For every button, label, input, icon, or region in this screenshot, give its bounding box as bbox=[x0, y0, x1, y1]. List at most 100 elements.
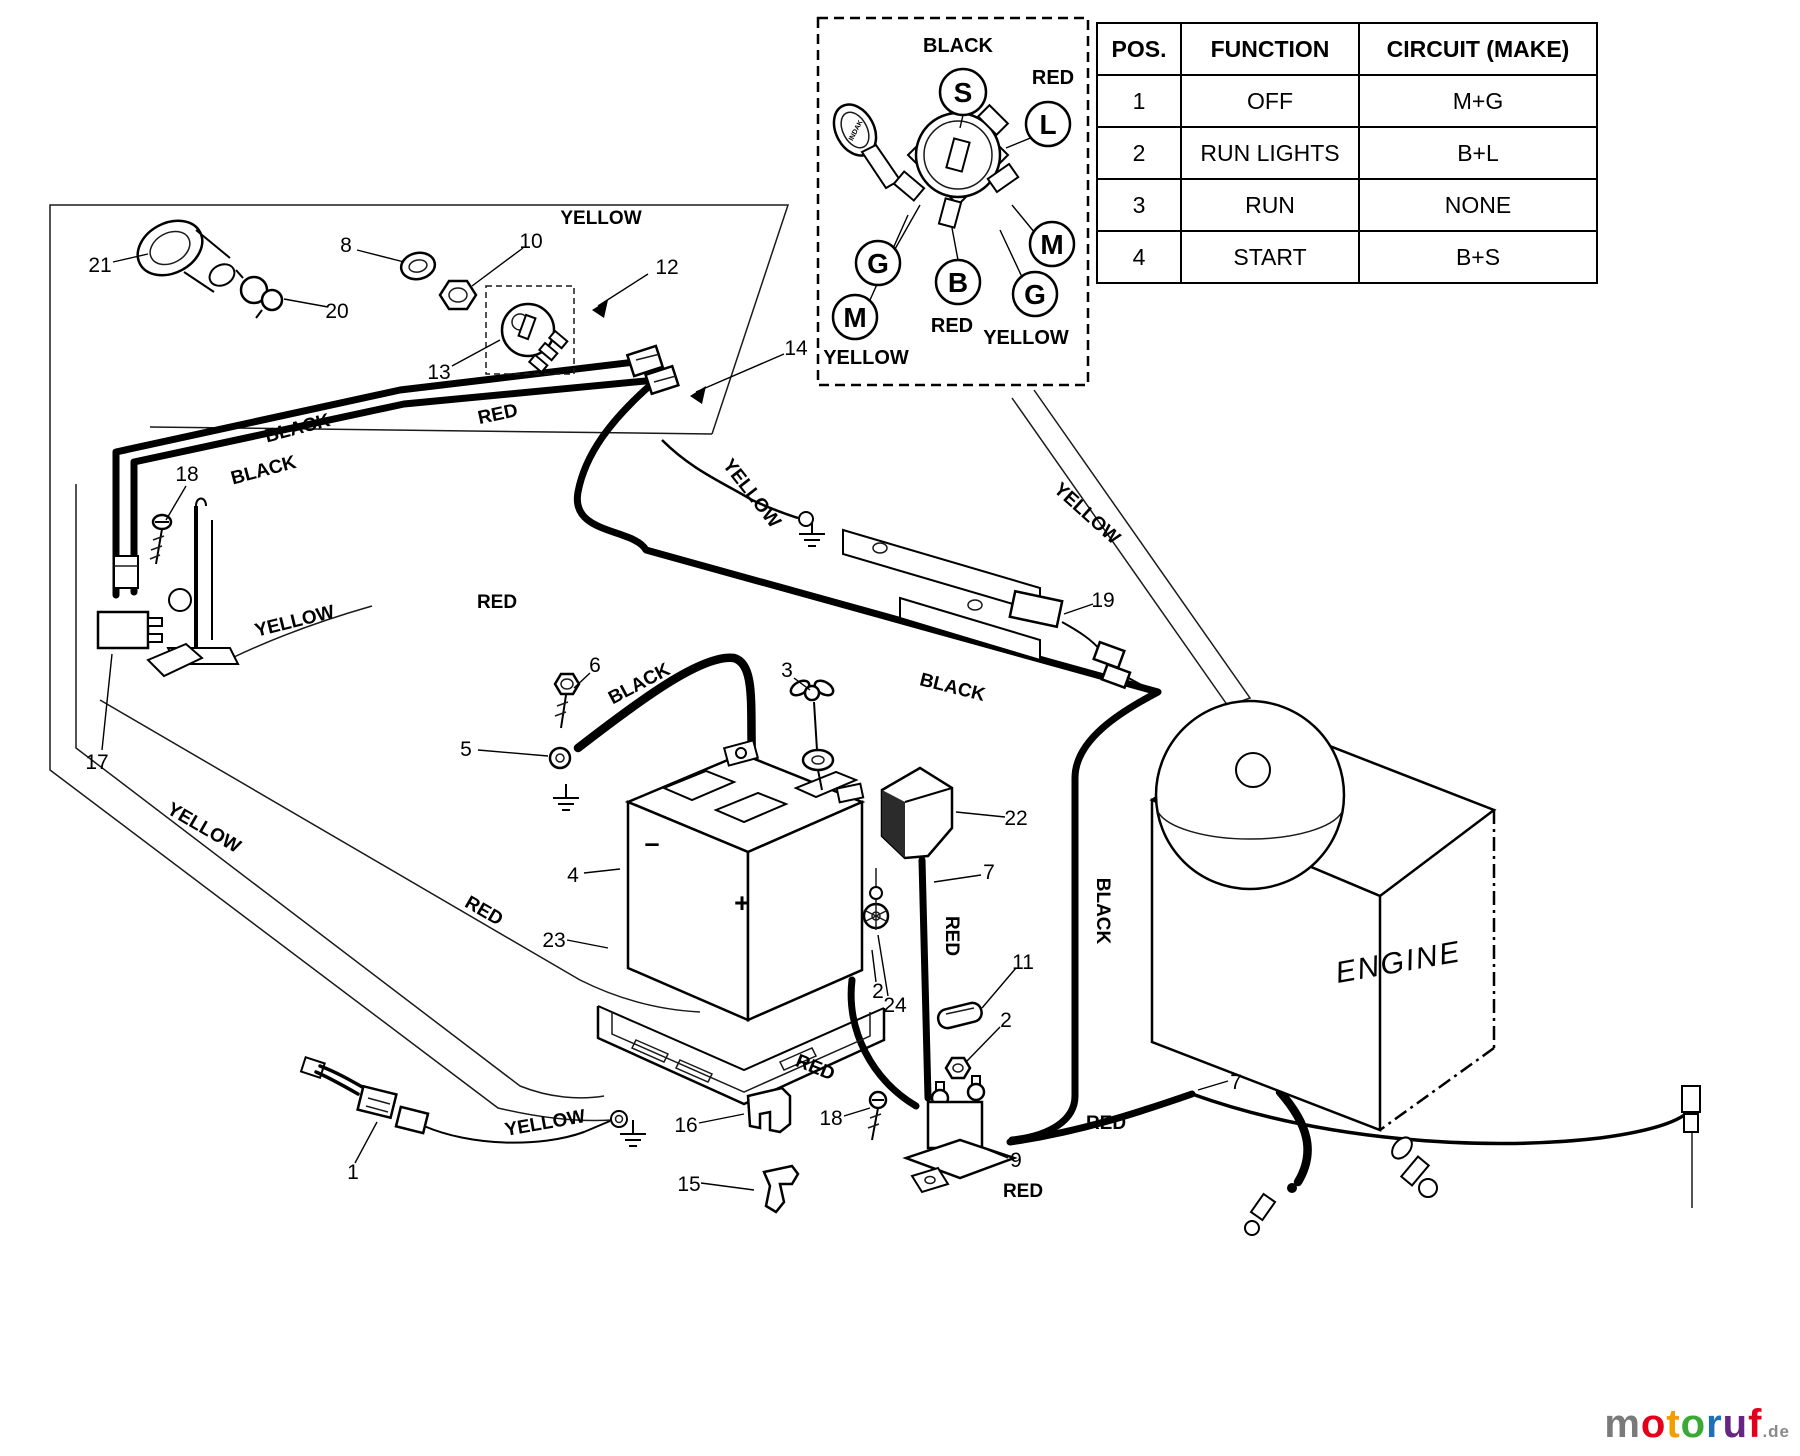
black-wire-bundle-2 bbox=[130, 376, 660, 596]
callout-1: 1 bbox=[347, 1161, 359, 1184]
callout-16: 16 bbox=[674, 1114, 697, 1137]
callout-15: 15 bbox=[677, 1173, 700, 1196]
cell-function: OFF bbox=[1180, 74, 1360, 128]
callout-leaders bbox=[101, 247, 1229, 1191]
ring-terminal-bottom bbox=[610, 1110, 628, 1128]
part-connector-14 bbox=[625, 344, 680, 396]
table-row: 4 START B+S bbox=[1096, 230, 1598, 284]
engine-flywheel bbox=[1154, 699, 1346, 891]
inset-label-yellow-right: YELLOW bbox=[983, 327, 1069, 349]
part-brake-switch-assembly bbox=[96, 497, 240, 678]
callout-4: 4 bbox=[567, 864, 579, 887]
interlock-switch-19 bbox=[1008, 589, 1064, 629]
table-row: 1 OFF M+G bbox=[1096, 74, 1598, 128]
part-elbow-boot-22 bbox=[880, 766, 954, 860]
callout-23: 23 bbox=[542, 929, 565, 952]
cell-pos: 1 bbox=[1096, 74, 1182, 128]
callout-3: 3 bbox=[781, 659, 793, 682]
interlock-switch-body bbox=[96, 610, 150, 650]
logo-letter: o bbox=[1640, 1402, 1667, 1446]
callout-22: 22 bbox=[1004, 807, 1027, 830]
part-connector-right-edge bbox=[1681, 1085, 1701, 1133]
callout-18-lower: 18 bbox=[819, 1107, 842, 1130]
terminal-m-right: M bbox=[1040, 229, 1063, 260]
ignition-switch-body bbox=[892, 103, 1020, 229]
part-bolt-6 bbox=[553, 672, 581, 729]
ring-terminal-5 bbox=[548, 746, 572, 770]
harness-outline bbox=[49, 204, 1693, 1208]
label-black-right-run: BLACK bbox=[918, 669, 988, 706]
part-wingnut-stack bbox=[789, 679, 835, 791]
inset-wire-labels: BLACK RED RED YELLOW YELLOW bbox=[823, 35, 1074, 369]
part-bracket-19 bbox=[842, 528, 1132, 690]
cell-function: RUN bbox=[1180, 178, 1360, 232]
label-red-center: RED bbox=[477, 592, 517, 613]
logo-suffix: .de bbox=[1762, 1422, 1790, 1441]
battery-negative-cable bbox=[573, 653, 757, 765]
terminal-b: B bbox=[948, 267, 968, 298]
grounds-and-terminals bbox=[548, 511, 826, 1147]
terminal-s: S bbox=[954, 77, 973, 108]
bottom-left-wire bbox=[423, 1120, 611, 1144]
cell-function: START bbox=[1180, 230, 1360, 284]
col-header-circuit: CIRCUIT (MAKE) bbox=[1358, 22, 1598, 76]
engine-ground-strap bbox=[1275, 1087, 1312, 1187]
arrow-14 bbox=[690, 386, 706, 404]
black-wire-bundle-1 bbox=[112, 356, 656, 599]
inset-label-red-bottom: RED bbox=[931, 315, 973, 337]
cell-function: RUN LIGHTS bbox=[1180, 126, 1360, 180]
col-header-pos: POS. bbox=[1096, 22, 1182, 76]
cell-circuit: B+L bbox=[1358, 126, 1598, 180]
logo-letter: r bbox=[1706, 1402, 1723, 1446]
battery-cap-1 bbox=[661, 769, 737, 802]
ground-symbol-battery bbox=[552, 783, 580, 811]
terminal-g-right: G bbox=[1024, 279, 1046, 310]
callout-20: 20 bbox=[325, 300, 348, 323]
callout-7-upper: 7 bbox=[983, 861, 995, 884]
callout-numbers: 21 20 8 10 12 13 14 18 17 6 5 3 4 23 22 … bbox=[85, 230, 1242, 1196]
terminal-m-left: M bbox=[843, 302, 866, 333]
battery-hold-down-bracket bbox=[793, 770, 859, 799]
part-screw-18-lower bbox=[867, 1090, 888, 1141]
part-hex-nut-2 bbox=[944, 1056, 972, 1080]
inset-label-red-top: RED bbox=[1032, 67, 1074, 89]
label-yellow-right: YELLOW bbox=[1049, 479, 1123, 549]
callout-7-lower: 7 bbox=[1230, 1071, 1242, 1094]
callout-10: 10 bbox=[519, 230, 542, 253]
cell-pos: 4 bbox=[1096, 230, 1182, 284]
part-bulb-socket bbox=[235, 269, 284, 319]
label-yellow-left-low: YELLOW bbox=[163, 799, 244, 858]
key-icon: INDAK bbox=[832, 103, 902, 190]
callout-12: 12 bbox=[655, 256, 678, 279]
label-red-run: RED bbox=[476, 400, 520, 429]
wire-runs bbox=[112, 356, 1694, 1187]
label-yellow-connector: YELLOW bbox=[718, 455, 785, 532]
callout-2-left: 2 bbox=[872, 980, 884, 1003]
label-yellow-top: YELLOW bbox=[560, 208, 641, 229]
callout-5: 5 bbox=[460, 738, 472, 761]
part-solenoid bbox=[902, 1075, 1018, 1194]
inset-label-yellow-left: YELLOW bbox=[823, 347, 909, 369]
motoruf-logo: motoruf.de bbox=[1604, 1404, 1790, 1444]
cell-pos: 2 bbox=[1096, 126, 1182, 180]
terminal-l: L bbox=[1039, 109, 1056, 140]
red-wire-to-engine bbox=[1006, 1090, 1196, 1146]
part-clip-15 bbox=[762, 1164, 800, 1214]
part-ring-washer bbox=[399, 251, 437, 281]
table-header-row: POS. FUNCTION CIRCUIT (MAKE) bbox=[1096, 22, 1598, 76]
logo-letter: t bbox=[1666, 1402, 1681, 1446]
part-battery-tray bbox=[596, 1005, 886, 1106]
part-ignition-switch bbox=[485, 285, 575, 375]
label-yellow-left-mid: YELLOW bbox=[253, 602, 337, 642]
col-header-function: FUNCTION bbox=[1180, 22, 1360, 76]
callout-6: 6 bbox=[589, 654, 601, 677]
wire-7-run bbox=[1190, 1092, 1694, 1146]
logo-letter: m bbox=[1604, 1402, 1641, 1446]
battery-positive-cable bbox=[847, 976, 920, 1110]
callout-14: 14 bbox=[784, 337, 808, 360]
table-row: 3 RUN NONE bbox=[1096, 178, 1598, 232]
callout-13: 13 bbox=[427, 361, 450, 384]
label-black-run-2: BLACK bbox=[229, 452, 299, 490]
callout-24: 24 bbox=[883, 994, 907, 1017]
